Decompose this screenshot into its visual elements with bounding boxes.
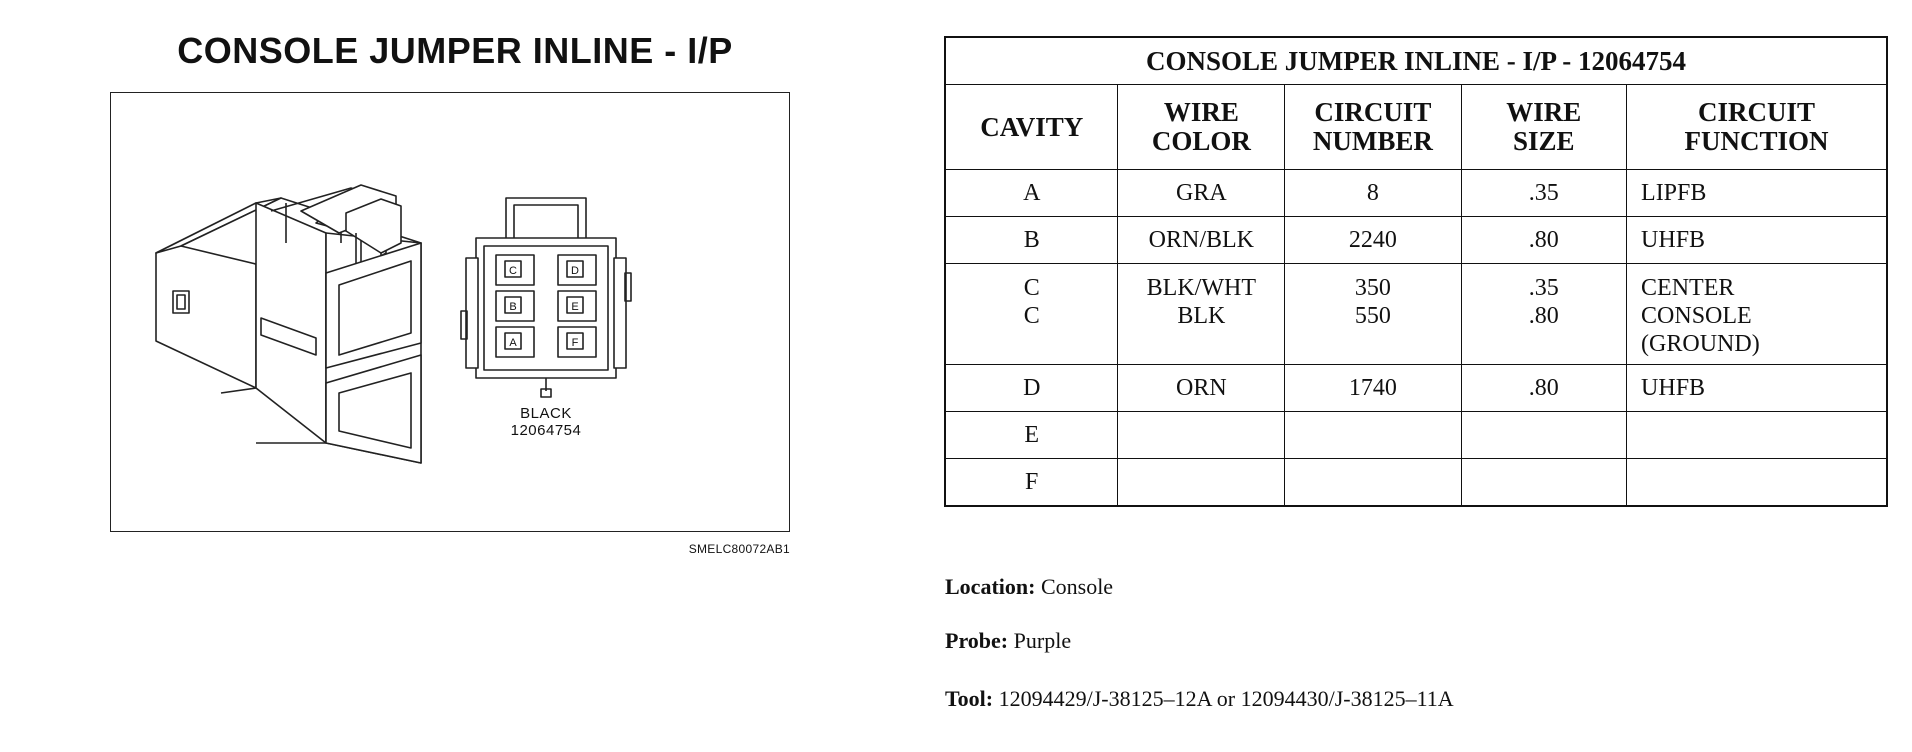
table-row: F [944,458,1888,507]
cell-wire-size [1460,458,1628,507]
location-label: Location: [945,574,1036,599]
cell-circuit-function: UHFB [1626,364,1888,412]
cell-cavity: F [944,458,1119,507]
cell-line: UHFB [1641,227,1706,253]
cell-wire-color: ORN [1117,364,1286,412]
connector-isometric-view [155,184,422,464]
connector-figure: C D B E A F BLACK 12064754 [110,92,790,532]
cell-wire-size: .80 [1460,364,1628,412]
location-value: Console [1040,574,1114,599]
cavity-label-c: C [509,265,517,277]
cell-line: .35 [1528,275,1559,301]
probe-label: Probe: [945,628,1009,653]
connector-part-number: 12064754 [510,422,582,439]
cavity-label-d: D [571,265,579,277]
diagram-title: CONSOLE JUMPER INLINE - I/P [177,30,733,71]
tool-label: Tool: [945,686,994,711]
cell-line: .80 [1528,375,1559,401]
tool-line: Tool: 12094429/J-38125–12A or 12094430/J… [945,686,1454,712]
cell-line: .80 [1528,227,1559,253]
cell-line: 8 [1366,180,1379,206]
cell-line: CONSOLE [1641,303,1752,329]
cell-cavity: A [944,169,1119,217]
cell-circuit-number: 2240 [1284,216,1462,264]
cell-circuit-function [1626,411,1888,459]
cell-circuit-number: 1740 [1284,364,1462,412]
cell-line: LIPFB [1641,180,1707,206]
figure-id: SMELC80072AB1 [688,542,790,556]
cell-line: C [1023,275,1040,301]
tool-value: 12094429/J-38125–12A or 12094430/J-38125… [998,686,1454,711]
cell-wire-color [1117,458,1286,507]
table-row: D ORN 1740 .80 UHFB [944,364,1888,412]
cell-line: UHFB [1641,375,1706,401]
header-cavity: CAVITY [944,84,1119,170]
cell-wire-size: .35.80 [1460,263,1628,365]
cell-wire-color [1117,411,1286,459]
table-title: CONSOLE JUMPER INLINE - I/P - 12064754 [944,36,1888,85]
cell-line: CENTER [1641,275,1735,301]
cell-line: GRA [1176,180,1227,206]
table-row: A GRA 8 .35 LIPFB [944,169,1888,217]
cell-circuit-number [1284,411,1462,459]
cell-line: 550 [1354,303,1391,329]
cavity-label-f: F [572,337,579,349]
cell-line: ORN [1176,375,1227,401]
pinout-table: CONSOLE JUMPER INLINE - I/P - 12064754 C… [944,36,1888,507]
cell-line: ORN/BLK [1148,227,1254,253]
cell-line: .80 [1528,303,1559,329]
cell-line: B [1023,227,1040,253]
location-line: Location: Console [945,574,1113,600]
cell-circuit-number [1284,458,1462,507]
cell-line: A [1023,180,1041,206]
cell-line: BLK/WHT [1146,275,1256,301]
cell-line: F [1025,469,1039,495]
cavity-label-a: A [509,337,517,349]
cell-line: 2240 [1348,227,1397,253]
cell-line: BLK [1177,303,1226,329]
connector-color-label: BLACK 12064754 [441,405,651,439]
cell-line: E [1024,422,1040,448]
probe-line: Probe: Purple [945,628,1071,654]
cell-line: (GROUND) [1641,331,1760,357]
cell-wire-size [1460,411,1628,459]
cell-cavity: D [944,364,1119,412]
table-row: B ORN/BLK 2240 .80 UHFB [944,216,1888,264]
table-row: E [944,411,1888,459]
cell-line: C [1023,303,1040,329]
cell-line: 1740 [1348,375,1397,401]
probe-value: Purple [1013,628,1072,653]
connector-color: BLACK [520,405,572,422]
connector-face-view: C D B E A F [460,197,632,398]
cell-circuit-function: LIPFB [1626,169,1888,217]
cell-circuit-number: 8 [1284,169,1462,217]
cell-cavity: E [944,411,1119,459]
cell-wire-color: ORN/BLK [1117,216,1286,264]
cell-line: D [1023,375,1041,401]
cell-cavity: B [944,216,1119,264]
cell-wire-size: .35 [1460,169,1628,217]
cell-circuit-function [1626,458,1888,507]
cell-line: .35 [1528,180,1559,206]
cavity-label-e: E [571,301,578,313]
cell-wire-size: .80 [1460,216,1628,264]
cavity-label-b: B [509,301,516,313]
cell-line: 350 [1354,275,1391,301]
cell-circuit-function: UHFB [1626,216,1888,264]
cell-wire-color: GRA [1117,169,1286,217]
connector-drawing: C D B E A F [155,184,632,464]
